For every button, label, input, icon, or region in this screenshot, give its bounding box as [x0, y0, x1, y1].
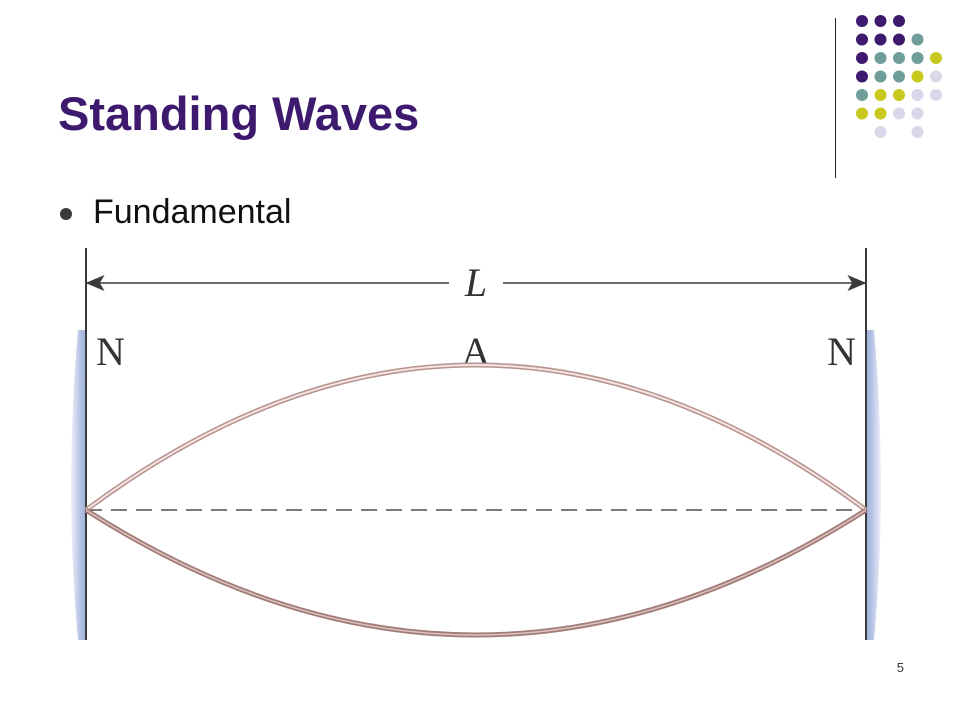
bullet-text: Fundamental [93, 192, 292, 231]
decorative-dot-grid [856, 15, 942, 138]
left-wall [71, 330, 86, 640]
bullet-item: Fundamental [60, 190, 291, 234]
decorative-dot [856, 70, 868, 83]
decorative-dot [911, 107, 924, 120]
page-number: 5 [896, 660, 904, 675]
decorative-dot [874, 52, 887, 64]
decorative-dot [874, 15, 887, 27]
string-lower-envelope-highlight [85, 509, 867, 636]
decorative-dot [930, 52, 942, 64]
decorative-dot [856, 33, 868, 46]
string-upper-envelope [84, 362, 868, 513]
right-node-label: N [827, 329, 856, 374]
decorative-dot [911, 126, 924, 138]
right-wall [866, 330, 881, 640]
decorative-dot [874, 89, 887, 101]
decorative-dot [893, 70, 905, 83]
decorative-dot [874, 107, 887, 120]
decorative-dot [893, 15, 905, 27]
decorative-dot [930, 89, 942, 101]
decorative-dot [893, 33, 905, 46]
slide-title: Standing Waves [58, 87, 420, 140]
string-lower-envelope [84, 507, 868, 638]
length-label: L [464, 260, 487, 305]
string-upper-envelope-highlight [85, 364, 867, 511]
bullet-icon [60, 208, 72, 220]
decorative-dot [911, 33, 924, 46]
decorative-dot [874, 126, 887, 138]
decorative-dot [856, 15, 868, 27]
decorative-dot [911, 70, 924, 83]
decorative-dot [856, 52, 868, 64]
decorative-dot [874, 70, 887, 83]
decorative-dot [874, 33, 887, 46]
header-divider-line [835, 18, 836, 178]
decorative-dot [893, 107, 905, 120]
standing-wave-diagram: L N A N [71, 248, 881, 640]
decorative-dot [930, 70, 942, 83]
decorative-dot [911, 52, 924, 64]
left-node-label: N [96, 329, 125, 374]
decorative-dot [893, 89, 905, 101]
decorative-dot [911, 89, 924, 101]
decorative-dot [856, 107, 868, 120]
decorative-dot [893, 52, 905, 64]
decorative-dot [856, 89, 868, 101]
